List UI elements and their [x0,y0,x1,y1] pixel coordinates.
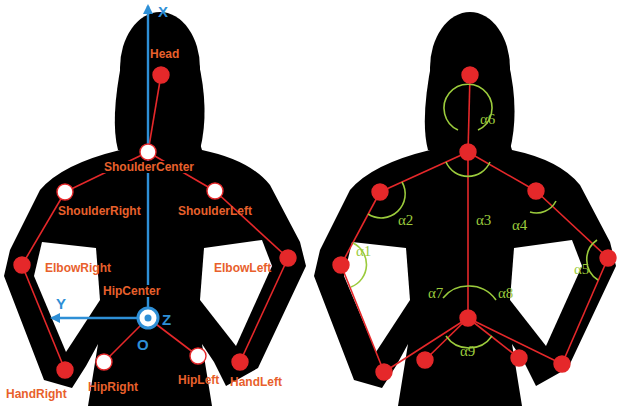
joint-dots [333,67,616,380]
joint-label: Head [150,48,179,60]
joint-dots [14,67,296,378]
angle-label: α3 [476,213,491,228]
axis-label: Z [162,312,171,327]
joint-label: ElbowRight [45,262,111,274]
joint-label: HipRight [88,381,138,393]
angle-label: α4 [512,218,527,233]
angle-label: α8 [498,286,513,301]
origin-dot [145,315,152,322]
angle-label: α2 [398,213,413,228]
joint-label: ShoulderRight [58,205,141,217]
joint-label: ShoulderLeft [178,205,252,217]
axis-label: X [158,4,168,19]
joint-label: HipLeft [178,374,219,386]
joint-label: ElbowLeft [214,262,271,274]
angle-label: α1 [356,244,371,259]
silhouette [314,12,616,406]
angle-label: α7 [428,286,443,301]
axis-label: O [137,337,149,352]
joint-label: ShoulderCenter [102,161,196,173]
angle-arcs [351,84,598,348]
joint-label: HipCenter [101,285,162,297]
axis-label: Y [56,296,66,311]
silhouette [4,12,306,406]
bone-lines [341,75,608,372]
angle-label: α5 [574,262,589,277]
joint-label: HandLeft [230,376,282,388]
origin-ring [138,308,158,328]
angle-label: α9 [460,344,475,359]
angle-label: α6 [480,112,495,127]
joint-label: HandRight [6,388,67,400]
bone-lines [22,75,288,370]
